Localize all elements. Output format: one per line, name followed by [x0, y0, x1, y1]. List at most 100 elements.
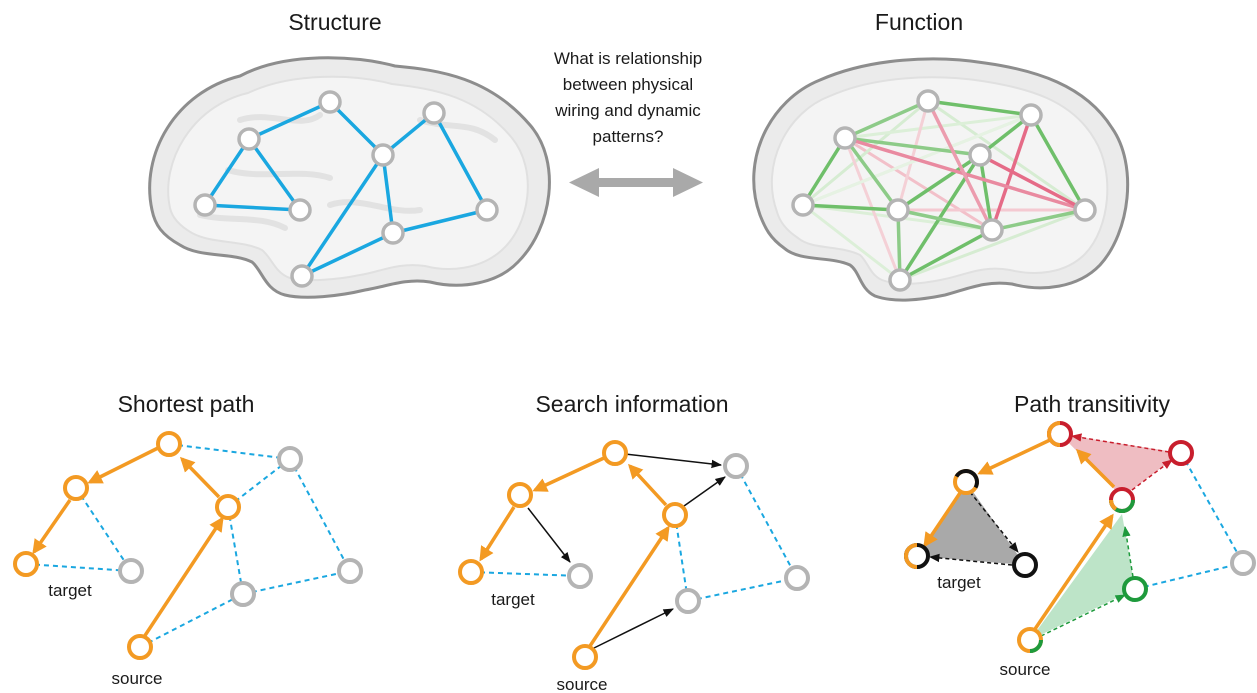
source-label: source	[556, 675, 607, 693]
structural-edge	[328, 100, 385, 157]
structure-title: Structure	[288, 9, 381, 35]
grey-triangle-dashed-arrows	[928, 491, 1019, 566]
shortest-path-title: Shortest path	[118, 391, 255, 417]
path-node	[63, 475, 89, 501]
functional-edge	[990, 208, 1087, 232]
network-node	[288, 198, 312, 222]
question-line-1: What is relationship	[554, 49, 702, 68]
neighbor-node-black	[1012, 552, 1038, 578]
functional-edge	[843, 99, 930, 140]
structural-edge	[432, 111, 489, 212]
search-arrow	[624, 453, 723, 469]
functional-edge	[801, 136, 847, 207]
functional-edge	[898, 228, 994, 282]
functional-edge	[843, 136, 900, 212]
structural-edges-dashed	[470, 465, 798, 602]
network-node	[567, 563, 593, 589]
functional-edge	[896, 153, 982, 212]
question-line-3: wiring and dynamic	[554, 101, 701, 120]
path-arrow	[32, 499, 72, 555]
neighbor-node-green	[1122, 576, 1148, 602]
relationship-question: What is relationship between physical wi…	[554, 49, 702, 146]
path-arrow	[532, 456, 605, 492]
structural-edge	[203, 137, 251, 207]
path-arrow	[1033, 513, 1114, 630]
search-arrows	[527, 453, 726, 649]
source-node-green-part	[1029, 639, 1043, 653]
network-node	[318, 90, 342, 114]
red-triangle-dashed-arrows	[1070, 433, 1173, 491]
neighbor-node-red	[1168, 440, 1194, 466]
path-arrow	[87, 446, 159, 484]
source-node	[127, 634, 153, 660]
network-node	[1230, 550, 1256, 576]
structural-edge	[300, 231, 395, 278]
path-arrow	[1075, 448, 1116, 489]
source-node	[572, 644, 598, 670]
network-node	[290, 264, 314, 288]
structural-nodes	[193, 90, 499, 288]
functional-edge	[843, 136, 982, 157]
functional-edge	[978, 153, 1087, 212]
functional-edge	[926, 99, 994, 232]
transitivity-path-arrows	[923, 438, 1116, 630]
double-arrow-icon	[569, 168, 703, 197]
path-node-black-half	[954, 469, 979, 489]
structural-edges-dashed	[1134, 452, 1244, 590]
functional-edge	[896, 99, 930, 212]
path-arrow	[142, 516, 224, 638]
target-node-orange-half	[904, 543, 918, 569]
functional-edge	[926, 99, 1033, 117]
target-node	[13, 551, 39, 577]
path-arrow	[977, 438, 1051, 475]
functional-nodes	[791, 89, 1097, 292]
network-node	[784, 565, 810, 591]
path-arrow	[479, 506, 516, 562]
network-node	[833, 126, 857, 150]
shared-neighbor-triangle-green	[1030, 514, 1135, 640]
path-node	[662, 502, 688, 528]
path-node	[215, 494, 241, 520]
network-node	[888, 268, 912, 292]
path-node	[156, 431, 182, 457]
network-node	[381, 221, 405, 245]
network-node	[791, 193, 815, 217]
functional-edge	[801, 203, 902, 282]
network-node	[968, 143, 992, 167]
path-node	[507, 482, 533, 508]
question-line-2: between physical	[563, 75, 693, 94]
target-node	[458, 559, 484, 585]
functional-edge	[898, 208, 1087, 282]
structural-edge	[247, 137, 302, 212]
path-transitivity-panel: target source	[904, 421, 1256, 679]
functional-edge	[896, 208, 994, 232]
shortest-path-arrows	[32, 446, 224, 638]
functional-edge	[978, 153, 994, 232]
path-arrow	[923, 492, 962, 548]
search-arrow	[527, 507, 571, 563]
path-node	[602, 440, 628, 466]
search-arrow	[593, 608, 674, 649]
network-node	[916, 89, 940, 113]
network-node	[980, 218, 1004, 242]
path-arrow	[628, 463, 668, 507]
target-label: target	[491, 590, 535, 609]
network-node	[277, 446, 303, 472]
network-node	[1073, 198, 1097, 222]
functional-edge	[801, 99, 930, 207]
functional-edge	[843, 136, 994, 232]
structural-edges-dashed	[25, 443, 351, 648]
network-node	[675, 588, 701, 614]
target-label: target	[937, 573, 981, 592]
network-node	[723, 453, 749, 479]
functional-edge	[1029, 113, 1087, 212]
functional-edge	[926, 99, 1087, 212]
functional-edge	[843, 113, 1033, 140]
structural-edge	[247, 100, 332, 141]
structural-edge	[381, 153, 395, 235]
target-label: target	[48, 581, 92, 600]
search-path-arrows	[479, 456, 670, 647]
path-node-orange-half	[1047, 421, 1061, 447]
functional-edge	[801, 203, 900, 212]
